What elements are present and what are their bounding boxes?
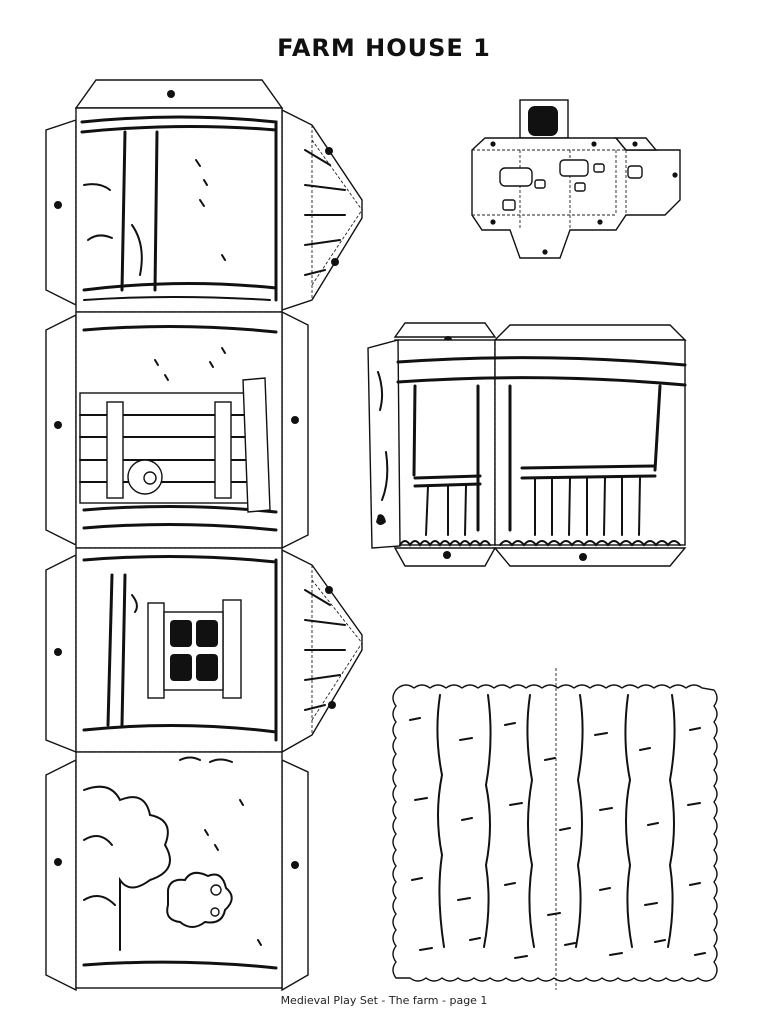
house-walls-net [45,79,363,992]
chimney-net [471,99,681,259]
porch-net [367,322,687,567]
thatch-roof [392,668,718,990]
page-title: FARM HOUSE 1 [277,34,491,62]
page-footer: Medieval Play Set - The farm - page 1 [280,994,488,1007]
